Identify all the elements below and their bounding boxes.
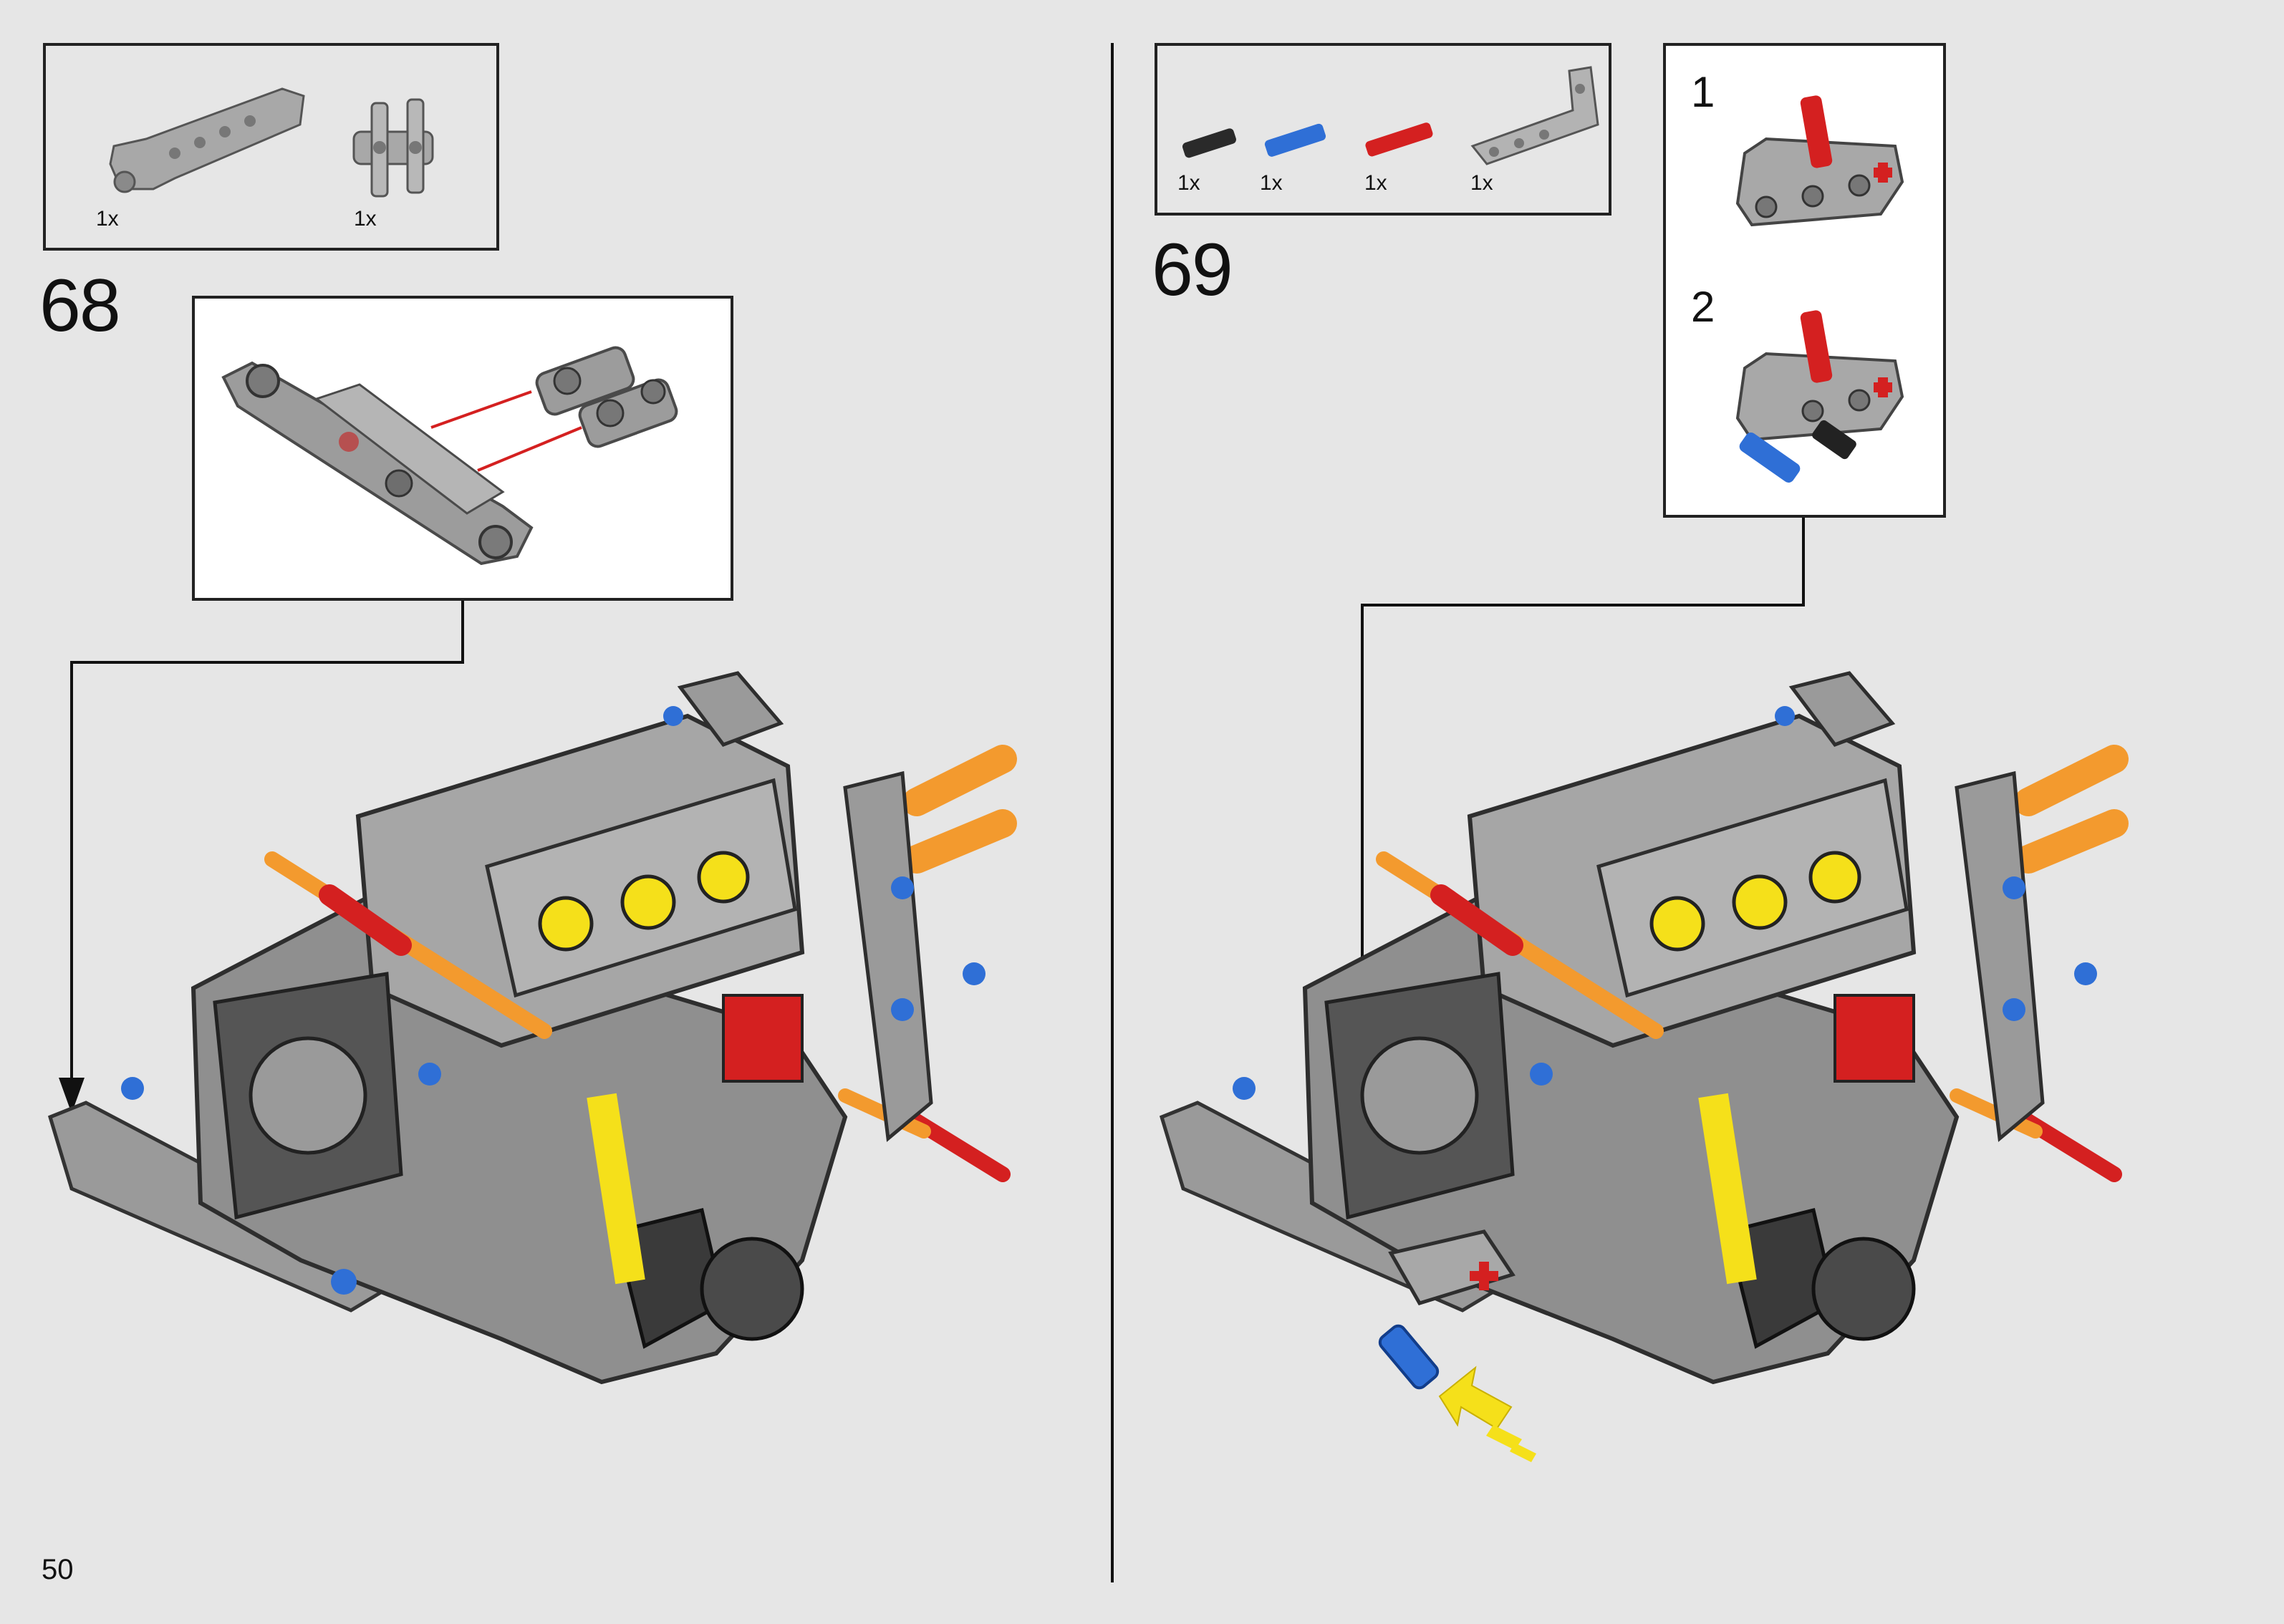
step-69-substeps-box: 1 2 [1663, 43, 1946, 518]
l-liftarm-icon [1470, 66, 1599, 165]
arrow-head-icon [59, 1078, 85, 1113]
step-68-parts-box: 1x 1x [43, 43, 499, 251]
insert-arrow-icon [1438, 1366, 1536, 1462]
part-qty: 1x [1364, 171, 1387, 195]
guide-line [477, 426, 582, 472]
step-68-callout-art [221, 346, 678, 566]
step-number: 68 [39, 264, 121, 347]
guide-line [430, 390, 532, 429]
pin-connector-double-icon [352, 98, 434, 198]
substep-number: 2 [1691, 283, 1715, 331]
gearbox-model-icon [1159, 671, 2129, 1390]
liftarm-assembly-icon [221, 361, 534, 566]
part-qty: 1x [1177, 171, 1200, 195]
liftarm-thick-bent-icon [109, 87, 305, 193]
red-axle-pin-icon [1365, 122, 1433, 157]
black-pin-icon [1182, 128, 1236, 158]
step-68-callout-box [192, 296, 733, 601]
gearbox-model-icon [47, 671, 1017, 1385]
page-number: 50 [42, 1554, 74, 1585]
part-qty: 1x [354, 207, 377, 231]
step-68-parts-art [109, 87, 434, 198]
arrow-head-icon [1349, 1214, 1375, 1250]
substeps-art [1735, 95, 1904, 483]
part-qty: 1x [96, 207, 119, 231]
step-69-parts-box: 1x 1x 1x 1x [1155, 43, 1611, 216]
blue-axle-pin-icon [1264, 123, 1326, 157]
l-liftarm-blue-pin-icon [1735, 310, 1904, 483]
step-69-parts-art [1182, 66, 1599, 165]
part-qty: 1x [1260, 171, 1283, 195]
part-qty: 1x [1470, 171, 1493, 195]
pin-connector-double-icon [535, 346, 678, 448]
substep-number: 1 [1691, 68, 1715, 116]
page-divider [1111, 43, 1114, 1582]
step-number: 69 [1152, 228, 1233, 311]
l-liftarm-red-pin-icon [1735, 95, 1904, 227]
